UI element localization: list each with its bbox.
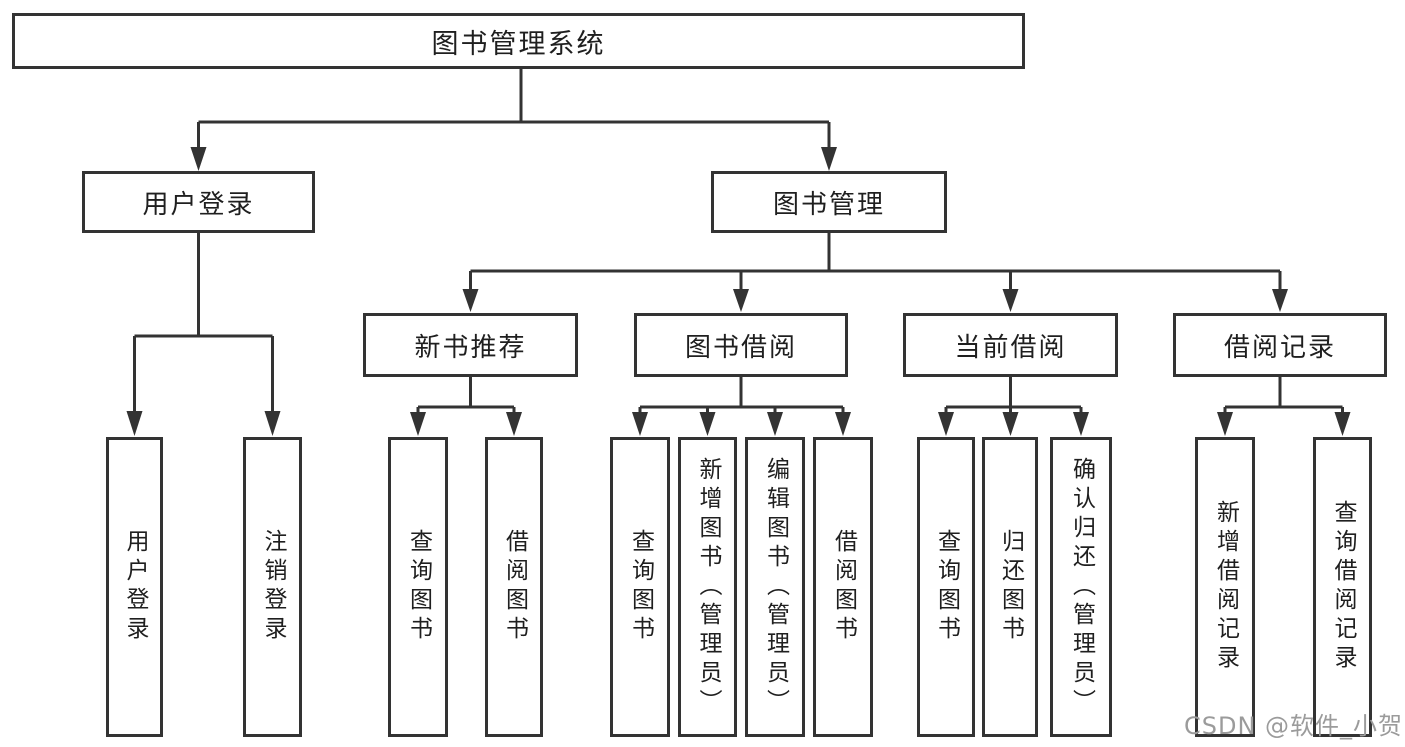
- node-label: 用户登录: [142, 189, 255, 220]
- leaf-label: 用户登录: [122, 529, 148, 645]
- leaf-label: 新增图书（管理员）: [695, 456, 721, 718]
- leaf-label: 查询图书: [627, 529, 654, 645]
- arrowhead: [410, 412, 426, 436]
- node-label: 新书推荐: [414, 332, 527, 363]
- leaf-query-books-recommend: 查询图书: [388, 437, 448, 737]
- arrowhead: [506, 412, 522, 436]
- node-label: 图书管理系统: [431, 28, 606, 60]
- connector-book-borrowing-children: [632, 377, 851, 436]
- arrowhead: [1073, 412, 1089, 436]
- leaf-label: 查询借阅记录: [1330, 500, 1356, 674]
- arrowhead: [821, 147, 837, 171]
- arrowhead: [767, 412, 783, 436]
- arrowhead: [264, 411, 281, 436]
- connector-user-login-children: [126, 233, 281, 436]
- node-current-borrowing: 当前借阅: [903, 313, 1118, 377]
- connector-new-book-recommend-children: [410, 377, 522, 436]
- node-book-management: 图书管理: [711, 171, 947, 233]
- leaf-label: 确认归还（管理员）: [1068, 456, 1095, 718]
- leaf-edit-books-admin: 编辑图书（管理员）: [745, 437, 805, 737]
- connector-current-borrowing-children: [938, 377, 1089, 436]
- connector-root-to-level2: [190, 69, 837, 171]
- leaf-label: 归还图书: [997, 529, 1024, 645]
- leaf-label: 查询图书: [933, 529, 960, 645]
- csdn-watermark: CSDN @软件_小贺同学: [1184, 712, 1405, 740]
- leaf-borrow-books: 借阅图书: [813, 437, 873, 737]
- leaf-return-books: 归还图书: [982, 437, 1038, 737]
- leaf-label: 注销登录: [260, 529, 286, 645]
- connector-book-management-children: [462, 233, 1288, 312]
- node-library-management-system: 图书管理系统: [12, 13, 1025, 69]
- leaf-add-borrow-record: 新增借阅记录: [1195, 437, 1255, 737]
- node-borrowing-records: 借阅记录: [1173, 313, 1387, 377]
- node-user-login: 用户登录: [82, 171, 315, 233]
- arrowhead: [1002, 289, 1019, 312]
- node-label: 图书借阅: [684, 332, 797, 363]
- arrowhead: [835, 412, 851, 436]
- arrowhead: [190, 147, 207, 171]
- leaf-query-books-borrowing: 查询图书: [610, 437, 670, 737]
- arrowhead: [733, 289, 749, 312]
- leaf-logout: 注销登录: [243, 437, 302, 737]
- arrowhead: [126, 411, 143, 436]
- leaf-confirm-return-admin: 确认归还（管理员）: [1050, 437, 1112, 737]
- leaf-add-books-admin: 新增图书（管理员）: [678, 437, 737, 737]
- leaf-query-books-current: 查询图书: [917, 437, 975, 737]
- arrowhead: [699, 412, 716, 436]
- leaf-borrow-books-recommend: 借阅图书: [485, 437, 543, 737]
- arrowhead: [1272, 289, 1288, 312]
- connector-borrowing-records-children: [1217, 377, 1351, 436]
- node-label: 图书管理: [772, 189, 885, 220]
- leaf-label: 借阅图书: [830, 529, 857, 645]
- node-label: 借阅记录: [1223, 332, 1336, 363]
- arrowhead: [1002, 412, 1019, 436]
- node-new-book-recommend: 新书推荐: [363, 313, 578, 377]
- leaf-label: 编辑图书（管理员）: [762, 456, 789, 718]
- arrowhead: [462, 289, 479, 312]
- arrowhead: [632, 412, 648, 436]
- node-book-borrowing: 图书借阅: [634, 313, 848, 377]
- arrowhead: [1334, 412, 1351, 436]
- leaf-query-borrow-record: 查询借阅记录: [1313, 437, 1372, 737]
- leaf-label: 新增借阅记录: [1212, 500, 1239, 674]
- leaf-label: 查询图书: [405, 529, 432, 645]
- arrowhead: [938, 412, 954, 436]
- leaf-user-login: 用户登录: [106, 437, 163, 737]
- node-label: 当前借阅: [954, 332, 1067, 363]
- leaf-label: 借阅图书: [501, 529, 528, 645]
- arrowhead: [1217, 412, 1233, 436]
